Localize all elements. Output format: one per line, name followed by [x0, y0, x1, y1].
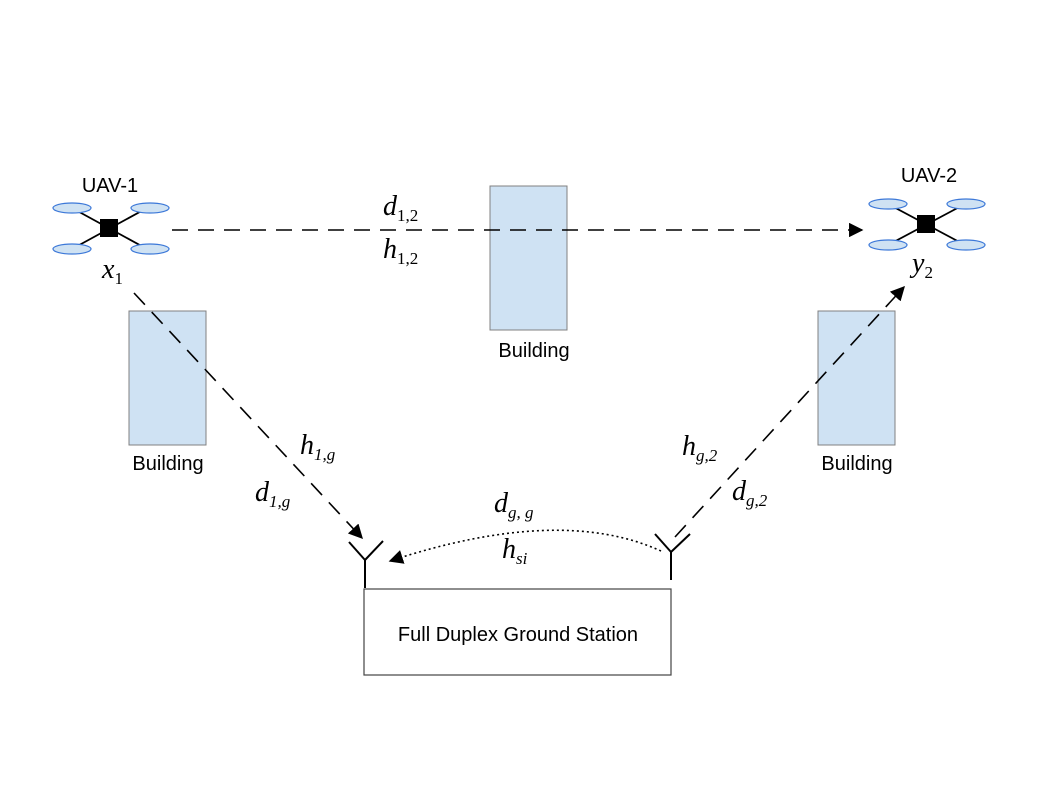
building-center-label: Building [498, 340, 569, 362]
link-uav1-uav2-channel: h1,2 [383, 234, 418, 268]
link-uav1-ground-channel: h1,g [300, 430, 335, 464]
uav1-node-label: x1 [101, 254, 123, 288]
link-uav1-ground [133, 292, 363, 540]
link-self-interference-distance: dg, g [494, 488, 534, 522]
link-uav1-uav2-distance: d1,2 [383, 191, 418, 225]
link-ground-uav2-distance: dg,2 [732, 476, 768, 510]
building-left [128, 310, 207, 446]
receive-antenna-icon [348, 540, 384, 588]
link-ground-uav2 [674, 285, 905, 538]
link-ground-uav2-channel: hg,2 [682, 431, 718, 465]
uav2-node-label: y2 [909, 248, 933, 282]
building-right [817, 310, 896, 446]
link-self-interference [388, 529, 662, 564]
building-left-label: Building [132, 453, 203, 475]
link-uav1-ground-distance: d1,g [255, 477, 290, 511]
uav1-label: UAV-1 [82, 175, 138, 197]
uav2-icon [868, 198, 986, 251]
uav2-label: UAV-2 [901, 165, 957, 187]
ground-station-box [363, 588, 672, 676]
building-center [489, 185, 568, 331]
link-self-interference-channel: hsi [502, 534, 528, 568]
transmit-antenna-icon [654, 533, 691, 580]
building-right-label: Building [821, 453, 892, 475]
uav1-icon [52, 202, 170, 255]
ground-station-label: Full Duplex Ground Station [398, 624, 638, 646]
